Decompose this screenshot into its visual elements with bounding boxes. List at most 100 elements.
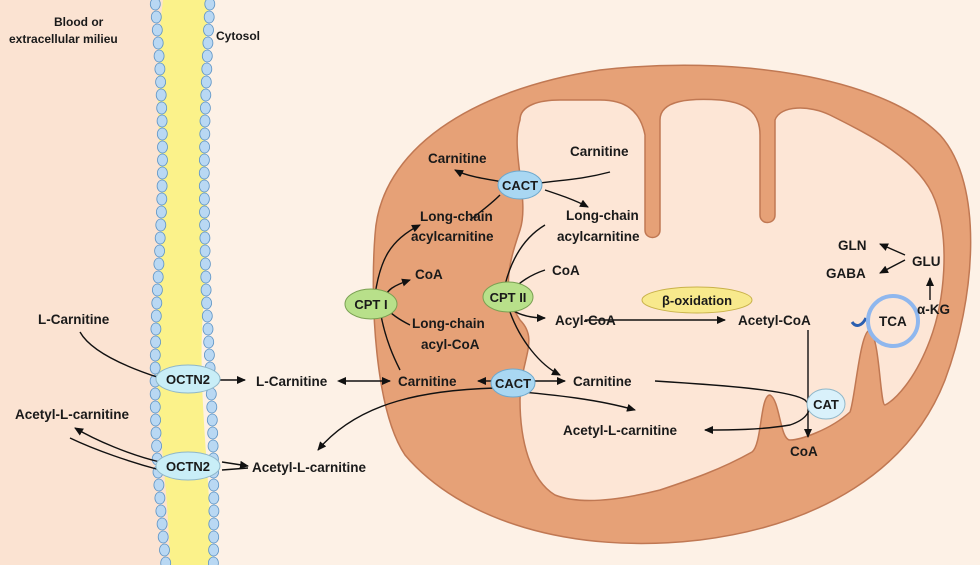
lipid-head	[153, 271, 163, 283]
cpt2-enzyme: CPT II	[483, 282, 533, 312]
lipid-head	[202, 50, 212, 62]
lipid-head	[154, 479, 164, 491]
lipid-head	[208, 557, 218, 565]
lipid-head	[157, 128, 167, 140]
lipid-head	[207, 401, 217, 413]
lipid-head	[154, 258, 164, 270]
gaba: GABA	[826, 266, 866, 281]
extracellular-label-line1: Blood or	[54, 15, 104, 29]
lipid-head	[157, 167, 167, 179]
lipid-head	[204, 349, 214, 361]
lipid-head	[156, 505, 166, 517]
lipid-head	[209, 492, 219, 504]
lipid-head	[154, 50, 164, 62]
lipid-head	[160, 544, 170, 556]
lipid-head	[209, 544, 219, 556]
lipid-head	[209, 518, 219, 530]
lipid-head	[201, 76, 211, 88]
octn2-bottom: OCTN2	[156, 452, 220, 480]
cat-enzyme: CAT	[807, 389, 845, 419]
lipid-head	[200, 128, 210, 140]
lipid-head	[208, 440, 218, 452]
lipid-head	[201, 89, 211, 101]
carnitine-ims-top: Carnitine	[428, 151, 487, 166]
lipid-head	[157, 115, 167, 127]
lipid-head	[158, 154, 168, 166]
lipid-head	[209, 505, 219, 517]
beta-oxidation-label: β-oxidation	[662, 293, 732, 308]
extracellular-label-line2: extracellular milieu	[9, 32, 118, 46]
lipid-head	[161, 557, 171, 565]
lipid-head	[156, 89, 166, 101]
long-chain-acylcarnitine-matrix-2: acylcarnitine	[557, 229, 640, 244]
lipid-head	[155, 232, 165, 244]
lipid-head	[152, 297, 162, 309]
lipid-head	[204, 11, 214, 23]
octn2-top: OCTN2	[156, 365, 220, 393]
coa-bottom: CoA	[790, 444, 818, 459]
carnitine-ims-bottom: Carnitine	[398, 374, 457, 389]
lipid-head	[203, 323, 213, 335]
lipid-head	[200, 258, 210, 270]
lipid-head	[202, 63, 212, 75]
cat-label: CAT	[813, 397, 839, 412]
lipid-head	[201, 271, 211, 283]
l-carnitine-ext: L-Carnitine	[38, 312, 110, 327]
acetyl-l-carnitine-matrix: Acetyl-L-carnitine	[563, 423, 678, 438]
long-chain-acylcarnitine-ims-1: Long-chain	[420, 209, 493, 224]
carnitine-matrix-top: Carnitine	[570, 144, 629, 159]
lipid-head	[151, 427, 161, 439]
long-chain-acylcarnitine-ims-2: acylcarnitine	[411, 229, 494, 244]
lipid-head	[157, 518, 167, 530]
l-carnitine-cyt: L-Carnitine	[256, 374, 328, 389]
lipid-head	[200, 206, 210, 218]
lipid-head	[158, 531, 168, 543]
cpt1-label: CPT I	[354, 297, 387, 312]
lipid-head	[151, 323, 161, 335]
lipid-head	[158, 141, 168, 153]
lipid-head	[155, 63, 165, 75]
lipid-head	[151, 414, 161, 426]
glu: GLU	[912, 254, 941, 269]
lipid-head	[151, 310, 161, 322]
cpt1-enzyme: CPT I	[345, 289, 397, 319]
octn2-bottom-label: OCTN2	[166, 459, 210, 474]
lipid-head	[151, 11, 161, 23]
coa-ims: CoA	[415, 267, 443, 282]
lipid-head	[150, 388, 160, 400]
lipid-head	[150, 349, 160, 361]
lipid-head	[201, 284, 211, 296]
lipid-head	[156, 76, 166, 88]
cpt2-label: CPT II	[490, 290, 527, 305]
lipid-head	[200, 102, 210, 114]
lipid-head	[157, 193, 167, 205]
tca-label: TCA	[879, 314, 907, 329]
lipid-head	[200, 245, 210, 257]
lipid-head	[150, 0, 160, 10]
lipid-head	[207, 414, 217, 426]
lipid-head	[199, 167, 209, 179]
cact-bottom-label: CACT	[495, 376, 531, 391]
lipid-head	[152, 24, 162, 36]
lipid-head	[208, 427, 218, 439]
alpha-kg: α-KG	[917, 302, 950, 317]
lipid-head	[209, 479, 219, 491]
lipid-head	[157, 180, 167, 192]
carnitine-matrix-bottom: Carnitine	[573, 374, 632, 389]
gln: GLN	[838, 238, 867, 253]
long-chain-acyl-coa-1: Long-chain	[412, 316, 485, 331]
lipid-head	[156, 206, 166, 218]
lipid-head	[153, 37, 163, 49]
acyl-coa: Acyl-CoA	[555, 313, 616, 328]
cact-top-label: CACT	[502, 178, 538, 193]
lipid-head	[200, 219, 210, 231]
coa-matrix: CoA	[552, 263, 580, 278]
acetyl-l-carnitine-ext: Acetyl-L-carnitine	[15, 407, 130, 422]
lipid-head	[152, 284, 162, 296]
beta-oxidation-box: β-oxidation	[642, 287, 752, 313]
lipid-head	[155, 492, 165, 504]
lipid-head	[199, 180, 209, 192]
cact-top: CACT	[498, 171, 542, 199]
